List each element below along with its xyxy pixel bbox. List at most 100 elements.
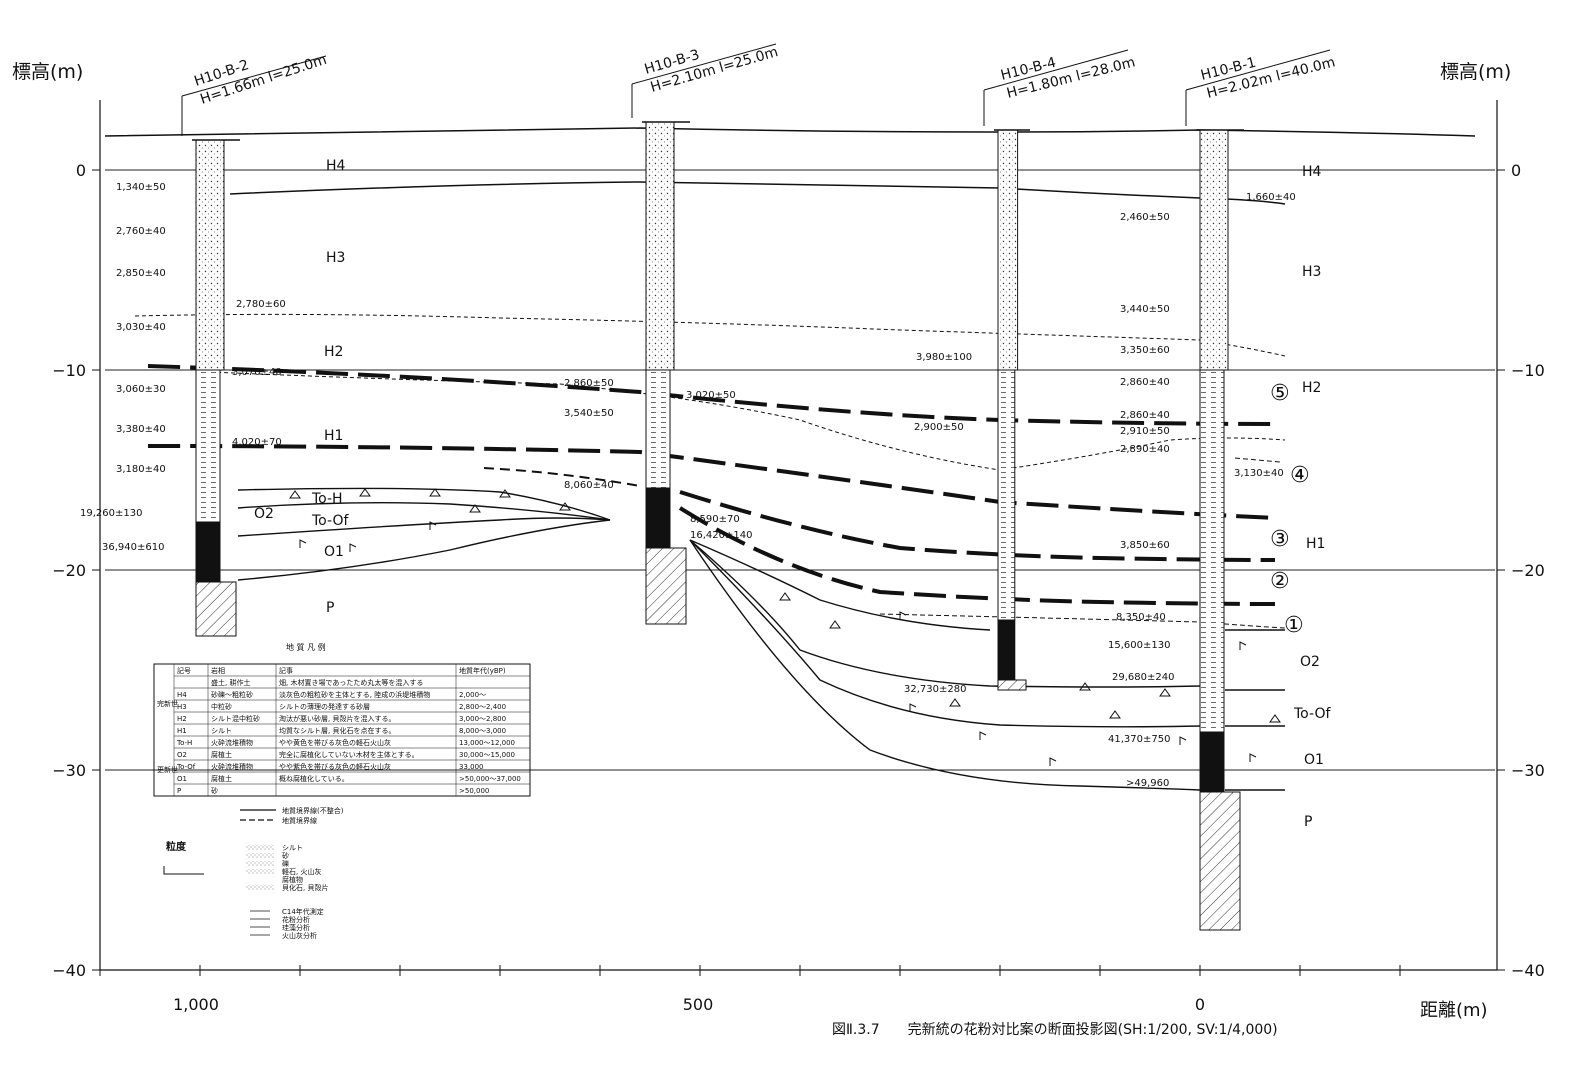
legend-cell: 火砕流堆積物 <box>211 738 253 747</box>
legend-cell: 中粒砂 <box>211 702 232 711</box>
unit-label-right: H3 <box>1302 264 1321 280</box>
dashed-line-1 <box>879 613 1286 629</box>
legend-cell: O1 <box>177 775 187 783</box>
legend-cell: >50,000 <box>459 787 489 795</box>
legend-cell: 砂礫〜粗粒砂 <box>211 690 253 699</box>
legend-symbol-swatch <box>246 853 274 858</box>
date-label-b3: 3,540±50 <box>564 408 614 419</box>
humus-symbol <box>899 611 907 620</box>
unit-label-left: O1 <box>324 544 344 560</box>
date-label-b3: 8,060±40 <box>564 480 614 491</box>
legend-line-label: 地質境界線 <box>282 816 317 825</box>
date-label-b3: 2,860±50 <box>564 378 614 389</box>
date-label-b1: 15,600±130 <box>1108 640 1170 651</box>
left-axis-label: 標高(m) <box>12 61 83 83</box>
circled-line-number: ③ <box>1270 527 1290 552</box>
date-label-b2: 3,030±40 <box>116 322 166 333</box>
legend-cell: O2 <box>177 751 187 759</box>
legend-symbol-swatch <box>246 869 274 874</box>
geology-legend: 地 質 凡 例記号岩相記事地質年代(yBP)盛土, 耕作土畑, 木材置き場であっ… <box>153 642 531 940</box>
date-label-b1: 2,910±50 <box>1120 426 1170 437</box>
legend-analysis-label: 珪藻分析 <box>282 923 310 932</box>
legend-header: 記号 <box>177 666 191 675</box>
legend-cell: To-Of <box>176 763 196 771</box>
legend-symbol-label: 砂 <box>282 851 289 860</box>
unit-label-right: P <box>1304 814 1312 830</box>
pumice-symbol <box>469 504 481 513</box>
right-tick-label: −30 <box>1511 761 1545 780</box>
borehole-sand-section <box>1199 129 1229 371</box>
pumice-symbol <box>1079 682 1091 691</box>
borehole-silt-section <box>997 369 1016 621</box>
dashed-line-4-stub <box>483 467 641 487</box>
right-tick-label: −20 <box>1511 561 1545 580</box>
left-tick-label: −10 <box>52 361 86 380</box>
right-tick-label: −10 <box>1511 361 1545 380</box>
humus-symbol <box>299 539 307 548</box>
left-tick-label: −30 <box>52 761 86 780</box>
pumice-symbol <box>1159 688 1171 697</box>
unit-label-right: H4 <box>1302 164 1322 180</box>
borehole-silt-section <box>1199 369 1225 733</box>
date-label-b4: 32,730±280 <box>904 684 966 695</box>
unit-label-right: H1 <box>1306 536 1325 552</box>
borehole-humus-section <box>997 619 1016 681</box>
legend-cell: 2,000〜 <box>459 691 486 699</box>
dashed-line-4-right <box>1234 457 1281 463</box>
date-label-b2: 1,340±50 <box>116 182 166 193</box>
unit-label-left: To-Of <box>311 513 349 529</box>
legend-cell: 概ね腐植化している。 <box>279 774 349 783</box>
unit-label-left: To-H <box>311 491 343 507</box>
legend-symbol-swatch <box>246 845 274 850</box>
legend-symbol-label: 礫 <box>282 859 289 868</box>
date-label-b1: 2,890±40 <box>1120 444 1170 455</box>
lens-symbols <box>289 488 1281 766</box>
legend-analysis-label: 花粉分析 <box>282 915 310 924</box>
legend-cell: H4 <box>177 691 187 699</box>
unit-label-right: O2 <box>1300 654 1320 670</box>
legend-header: 岩相 <box>211 666 225 675</box>
legend-cell: やや黄色を帯びる灰色の軽石火山灰 <box>279 738 391 747</box>
borehole-header-rule <box>1185 49 1331 91</box>
date-label-b2: 4,020±70 <box>232 437 282 448</box>
date-label-b3: 3,020±50 <box>686 390 736 401</box>
legend-cell: 均質なシルト層, 貝化石を点在する。 <box>279 726 395 735</box>
legend-cell: H3 <box>177 703 187 711</box>
circled-line-number: ② <box>1270 569 1290 594</box>
humus-symbol <box>1049 757 1057 766</box>
legend-cell: 腐植土 <box>211 750 232 759</box>
circled-line-number: ④ <box>1290 463 1310 488</box>
date-label-b1: 3,440±50 <box>1120 304 1170 315</box>
date-label-b3: 8,590±70 <box>690 514 740 525</box>
legend-cell: 3,000〜2,800 <box>459 715 506 723</box>
distance-tick-label: 0 <box>1195 995 1205 1014</box>
legend-cell: 8,000〜3,000 <box>459 727 506 735</box>
humus-symbol <box>1179 736 1187 745</box>
left-tick-label: −20 <box>52 561 86 580</box>
pumice-symbol <box>429 488 441 497</box>
legend-analysis-label: C14年代測定 <box>282 907 324 916</box>
legend-cell: H1 <box>177 727 187 735</box>
borehole-sand-base <box>997 679 1027 691</box>
legend-header: 記事 <box>279 666 293 675</box>
unit-label-left: O2 <box>254 506 274 522</box>
pumice-symbol <box>779 592 791 601</box>
legend-cell: シルト混中粒砂 <box>211 714 260 723</box>
date-labels: 1,340±502,760±402,850±402,780±603,030±40… <box>80 182 1296 789</box>
borehole-1: H10-B-2H=1.66m l=25.0m <box>181 52 329 637</box>
legend-cell: H2 <box>177 715 187 723</box>
legend-symbol-label: 軽石, 火山灰 <box>282 867 321 876</box>
unit-label-left: P <box>326 600 334 616</box>
circled-line-number: ⑤ <box>1270 381 1290 406</box>
humus-symbol <box>1239 641 1247 650</box>
humus-symbol <box>429 521 437 530</box>
unit-label-right: To-Of <box>1293 706 1331 722</box>
humus-symbol <box>349 543 357 552</box>
pumice-symbol <box>559 502 571 511</box>
date-label-b1: 1,660±40 <box>1246 192 1296 203</box>
left-tick-label: −40 <box>52 961 86 980</box>
legend-group-holocene: 完新世 <box>157 699 178 708</box>
unit-label-left: H4 <box>326 158 346 174</box>
